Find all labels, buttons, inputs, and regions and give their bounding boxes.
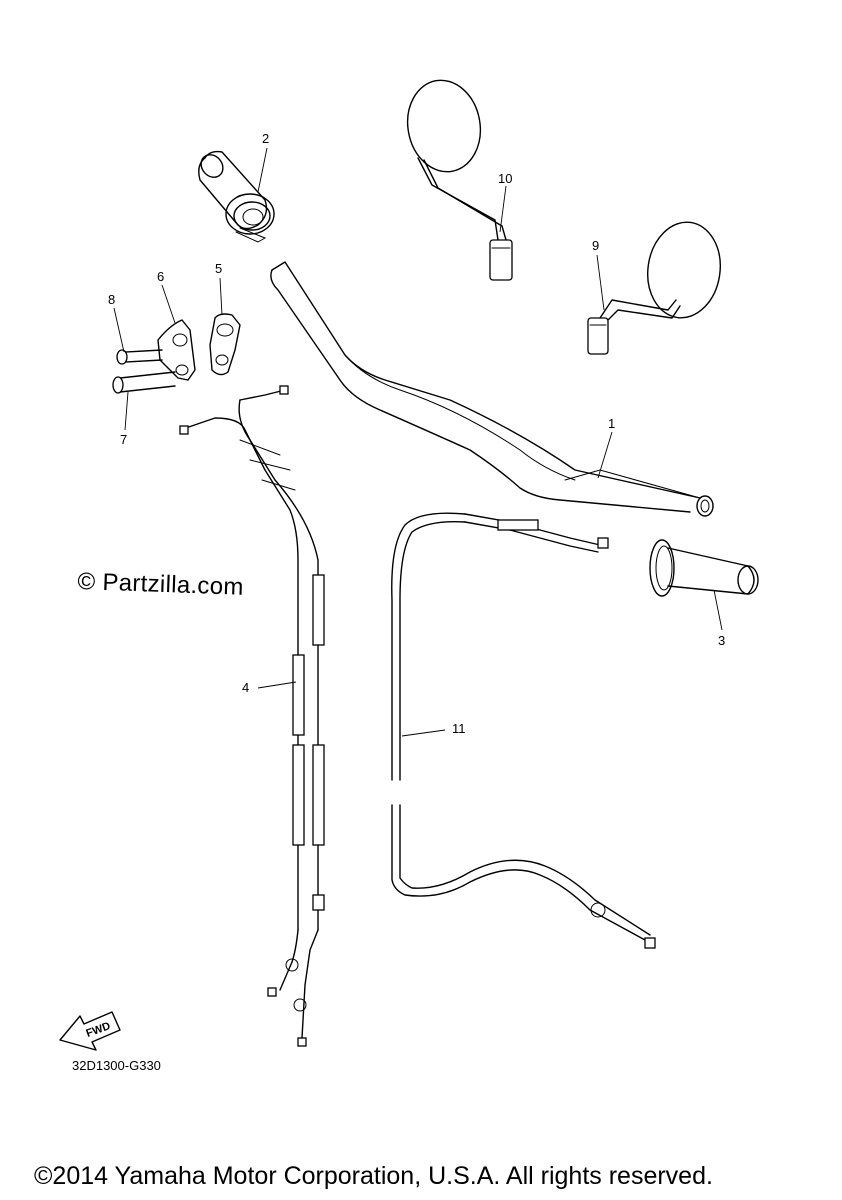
fwd-label: FWD [85, 1020, 113, 1040]
throttle-cables[interactable] [179, 385, 325, 1047]
callout-7: 7 [120, 432, 127, 447]
screw-7[interactable] [112, 371, 176, 394]
watermark: © Partzilla.com [77, 568, 245, 601]
callout-9: 9 [592, 238, 599, 253]
left-grip[interactable] [649, 539, 759, 597]
callout-1: 1 [608, 416, 615, 431]
throttle-grip[interactable] [197, 150, 275, 243]
callout-5: 5 [215, 261, 222, 276]
leader-lines [113, 147, 723, 737]
callout-2: 2 [262, 131, 269, 146]
copyright-notice: ©2014 Yamaha Motor Corporation, U.S.A. A… [34, 1162, 713, 1190]
callout-8: 8 [108, 292, 115, 307]
callout-10: 10 [498, 171, 512, 186]
diagram-code: 32D1300-G330 [72, 1058, 161, 1073]
screw-8[interactable] [116, 349, 163, 365]
callout-6: 6 [157, 269, 164, 284]
switch-housing[interactable] [209, 313, 241, 376]
callout-4: 4 [242, 680, 249, 695]
switch-housing-upper[interactable] [157, 319, 196, 381]
handlebar[interactable] [270, 261, 714, 517]
clutch-cable[interactable] [391, 512, 656, 949]
fwd-arrow-icon: FWD [59, 1011, 121, 1051]
callout-3: 3 [718, 633, 725, 648]
mirror-left[interactable] [401, 74, 513, 281]
callout-11: 11 [452, 721, 466, 736]
mirror-right[interactable] [587, 217, 726, 355]
